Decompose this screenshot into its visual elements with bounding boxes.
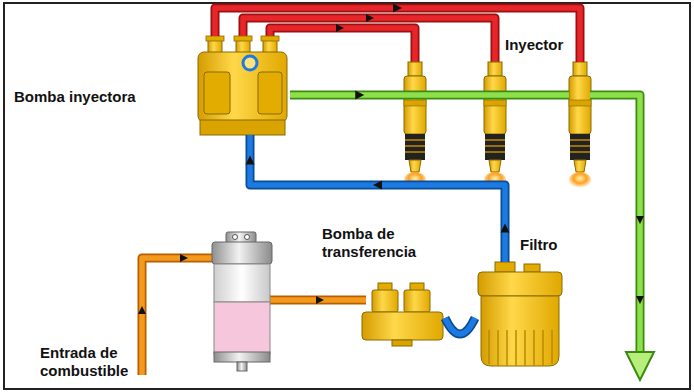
supply-line: [270, 296, 366, 305]
filter-drawing: [551, 330, 553, 364]
injector-drawing: [569, 62, 591, 188]
transfer-pump-label: Bomba de transferencia: [322, 225, 467, 261]
transfer-pump-drawing: [392, 340, 412, 346]
injection-pump-drawing: [200, 120, 285, 135]
injection-pump-drawing: [206, 36, 224, 41]
flow-arrow: [393, 4, 402, 13]
injection-pump-drawing: [234, 36, 252, 41]
filter-drawing: [524, 330, 526, 366]
high-pressure-line: [366, 14, 374, 22]
supply-line: [142, 258, 214, 375]
high-pressure-line: [215, 4, 580, 63]
water-separator-drawing: [245, 235, 250, 240]
fuel-filter-label: Filtro: [520, 236, 580, 254]
return-line: [590, 95, 640, 352]
low-pressure-line: [246, 135, 510, 262]
filter-drawing: [542, 330, 544, 366]
filter-drawing: [533, 330, 535, 366]
water-separator-drawing: [214, 264, 270, 302]
injection-pump: Bomba inyectora: [195, 36, 290, 135]
supply-line: [180, 254, 188, 262]
high-pressure-line: [215, 8, 580, 62]
flow-arrow: [246, 156, 255, 165]
filter-drawing: [481, 296, 559, 366]
supply-line: [316, 296, 324, 304]
supply-line: [142, 258, 214, 375]
filter-drawing: [488, 330, 490, 364]
water-separator-drawing: [233, 235, 238, 240]
filter-drawing: [497, 330, 499, 366]
injector-drawing: [484, 62, 506, 188]
inlet-label: Entrada de combustible: [40, 344, 150, 380]
water-separator-drawing: [226, 232, 256, 243]
water-separator-drawing: [214, 302, 270, 354]
filter-drawing: [506, 330, 508, 366]
filter-feed-line: [445, 318, 475, 334]
return-line: [626, 352, 654, 380]
high-pressure-line: [336, 24, 344, 32]
filter-drawing: [478, 272, 562, 296]
filter-feed-line: [445, 318, 475, 334]
high-pressure-line: [270, 28, 415, 62]
low-pressure-line: [250, 135, 505, 262]
water-separator-drawing: [212, 232, 272, 371]
injection-pump-drawing: [198, 52, 287, 122]
frame: [4, 3, 690, 389]
water-separator-drawing: [237, 362, 247, 371]
return-line: [590, 95, 654, 380]
injector: Inyector: [565, 62, 595, 187]
filter-drawing: [515, 330, 517, 366]
return-line: [290, 91, 569, 100]
return-line: [290, 92, 569, 98]
injection-pump-drawing: [198, 36, 287, 135]
transfer-pump-drawing: [362, 283, 443, 346]
filter-feed-line: [445, 318, 475, 334]
injection-pump-drawing: [261, 36, 279, 41]
transfer-pump: Bomba de transferencia: [360, 283, 445, 343]
filter-drawing: [495, 262, 515, 272]
injector-drawing: [404, 62, 426, 188]
return-line: [290, 91, 569, 100]
filter-drawing: [478, 262, 562, 366]
injector-label: Inyector: [505, 36, 569, 54]
return-line: [590, 95, 640, 352]
flow-arrow: [501, 224, 510, 233]
water-separator-drawing: [212, 242, 272, 264]
high-pressure-line: [215, 8, 580, 62]
fuel-filter: Filtro: [475, 262, 565, 368]
injection-pump-label: Bomba inyectora: [14, 88, 164, 106]
high-pressure-line: [270, 28, 415, 62]
transfer-pump-drawing: [372, 290, 398, 312]
flow-arrow: [355, 91, 364, 100]
injection-pump-drawing: [204, 72, 230, 114]
filter-drawing: [524, 264, 540, 272]
flow-arrow: [373, 181, 382, 190]
transfer-pump-drawing: [362, 312, 443, 340]
supply-line: [138, 254, 366, 375]
supply-line: [138, 306, 146, 314]
injection-pump-drawing: [243, 56, 257, 70]
transfer-pump-drawing: [404, 290, 430, 312]
return-line: [636, 216, 644, 224]
return-line: [636, 296, 644, 304]
water-separator-drawing: [214, 352, 270, 362]
low-pressure-line: [250, 135, 505, 262]
injection-pump-drawing: [258, 72, 282, 114]
